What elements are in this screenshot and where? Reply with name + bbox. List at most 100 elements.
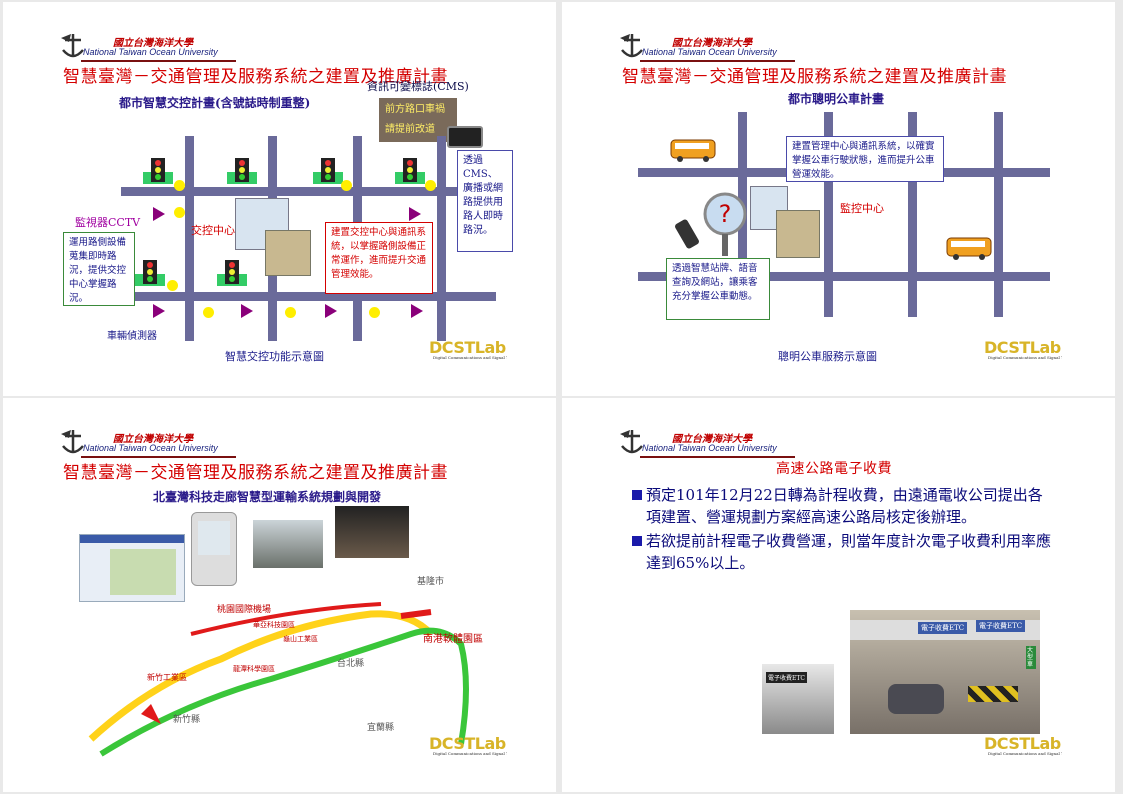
slide-subtitle: 都市聰明公車計畫 bbox=[788, 92, 885, 106]
road-vertical-2 bbox=[824, 112, 833, 317]
detector-dot bbox=[285, 307, 296, 318]
detector-dot bbox=[174, 180, 185, 191]
header-rule bbox=[81, 60, 236, 62]
callout-management-center: 建置管理中心與通訊系統，以確實掌握公車行駛狀態，進而提升公車營運效能。 bbox=[786, 136, 944, 182]
university-name-en: National Taiwan Ocean University bbox=[83, 443, 218, 453]
slide-etc: 國立台灣海洋大學 National Taiwan Ocean Universit… bbox=[562, 398, 1115, 792]
website-screenshot-image bbox=[79, 534, 185, 602]
anchor-icon bbox=[61, 430, 84, 454]
callout-cms-info: 透過CMS、廣播或網路提供用路人即時路況。 bbox=[457, 150, 513, 252]
university-name-cn: 國立台灣海洋大學 bbox=[113, 38, 193, 49]
map-label-yilan: 宜蘭縣 bbox=[367, 723, 395, 733]
road-vertical-4 bbox=[994, 112, 1003, 317]
tech-corridor-map bbox=[71, 568, 495, 764]
road-vertical-3 bbox=[908, 112, 917, 317]
cctv-icon bbox=[153, 207, 165, 221]
slide-title: 智慧臺灣－交通管理及服務系統之建置及推廣計畫 bbox=[63, 67, 448, 87]
anchor-icon bbox=[620, 430, 643, 454]
university-name-en: National Taiwan Ocean University bbox=[642, 47, 777, 57]
cctv-label: 監視器CCTV bbox=[75, 216, 141, 229]
dcstlab-logo: DCSTLab Digital Communications and Signa… bbox=[984, 734, 1062, 756]
traffic-signal-icon bbox=[313, 158, 343, 184]
map-label-taoyuan-airport: 桃園國際機場 bbox=[217, 605, 272, 615]
detector-dot bbox=[167, 280, 178, 291]
control-center-label: 交控中心 bbox=[191, 224, 235, 237]
bullet-item: 若欲提前計程電子收費營運，則當年度計次電子收費利用率應達到65%以上。 bbox=[632, 530, 1052, 574]
etc-toll-station-photo: 電子收費ETC 電子收費ETC 大型車 bbox=[850, 610, 1040, 734]
map-label-guishan: 龜山工業區 bbox=[283, 635, 318, 643]
bullet-item: 預定101年12月22日轉為計程收費，由遠通電收公司提出各項建置、營運規劃方案經… bbox=[632, 484, 1052, 528]
header-rule bbox=[640, 456, 795, 458]
server-rack-icon bbox=[776, 210, 820, 258]
slide-title: 高速公路電子收費 bbox=[776, 461, 892, 477]
slide-title: 智慧臺灣－交通管理及服務系統之建置及推廣計畫 bbox=[622, 67, 1007, 87]
dcstlab-logo: DCSTLab Digital Communications and Signa… bbox=[984, 338, 1062, 360]
server-rack-icon bbox=[265, 230, 311, 276]
cctv-icon bbox=[325, 304, 337, 318]
bullet-list: 預定101年12月22日轉為計程收費，由遠通電收公司提出各項建置、營運規劃方案經… bbox=[632, 484, 1052, 576]
header-rule bbox=[640, 60, 795, 62]
university-logo: 國立台灣海洋大學 National Taiwan Ocean Universit… bbox=[620, 32, 795, 62]
slide-title: 智慧臺灣－交通管理及服務系統之建置及推廣計畫 bbox=[63, 463, 448, 483]
svg-text:?: ? bbox=[719, 200, 732, 228]
bullet-square-icon bbox=[632, 536, 642, 546]
figure-caption: 智慧交控功能示意圖 bbox=[225, 350, 324, 363]
cms-sign-line1: 前方路口車禍 bbox=[385, 104, 445, 115]
university-logo: 國立台灣海洋大學 National Taiwan Ocean Universit… bbox=[620, 428, 795, 458]
bullet-square-icon bbox=[632, 490, 642, 500]
traffic-signal-icon bbox=[227, 158, 257, 184]
map-label-keelung: 基隆市 bbox=[417, 577, 445, 587]
detector-dot bbox=[425, 180, 436, 191]
slide-smart-traffic-control: 國立台灣海洋大學 National Taiwan Ocean Universit… bbox=[3, 2, 556, 396]
map-label-nangang: 南港軟體園區 bbox=[423, 634, 483, 645]
university-name-en: National Taiwan Ocean University bbox=[83, 47, 218, 57]
street-night-photo bbox=[335, 506, 409, 558]
cms-device-icon bbox=[447, 126, 483, 148]
map-label-huaya: 華亞科技園區 bbox=[253, 621, 295, 629]
traffic-signal-icon bbox=[395, 158, 425, 184]
traffic-signal-icon bbox=[217, 260, 247, 286]
anchor-icon bbox=[620, 34, 643, 58]
university-name-cn: 國立台灣海洋大學 bbox=[672, 38, 752, 49]
highway-photo bbox=[253, 520, 323, 568]
cms-sign-line2: 請提前改道 bbox=[385, 124, 435, 135]
slide-smart-bus: 國立台灣海洋大學 National Taiwan Ocean Universit… bbox=[562, 2, 1115, 396]
figure-caption: 聰明公車服務示意圖 bbox=[778, 350, 877, 363]
phone-icon bbox=[675, 219, 699, 249]
traffic-signal-icon bbox=[143, 158, 173, 184]
road-horizontal-bottom bbox=[638, 272, 1050, 281]
cms-label: 資訊可變標誌(CMS) bbox=[367, 80, 469, 93]
callout-control-center: 建置交控中心與通訊系統，以掌握路側設備正常運作，進而提升交通管理效能。 bbox=[325, 222, 433, 294]
header-rule bbox=[81, 456, 236, 458]
mobile-phone-image bbox=[191, 512, 237, 586]
cctv-icon bbox=[153, 304, 165, 318]
etc-car-interior-photo: 電子收費ETC bbox=[762, 664, 834, 734]
cctv-icon bbox=[411, 304, 423, 318]
slide-subtitle: 都市智慧交控計畫(含號誌時制重整) bbox=[119, 96, 311, 110]
bus-icon bbox=[670, 139, 716, 162]
cctv-icon bbox=[241, 304, 253, 318]
university-logo: 國立台灣海洋大學 National Taiwan Ocean Universit… bbox=[61, 428, 236, 458]
university-name-cn: 國立台灣海洋大學 bbox=[672, 434, 752, 445]
map-label-hsinchu-county: 新竹縣 bbox=[173, 715, 201, 725]
university-name-cn: 國立台灣海洋大學 bbox=[113, 434, 193, 445]
road-horizontal-top bbox=[121, 187, 461, 196]
callout-roadside-sensing: 運用路側設備蒐集即時路況，提供交控中心掌握路況。 bbox=[63, 232, 135, 306]
callout-passenger-info: 透過智慧站牌、語音查詢及網站，讓乘客充分掌握公車動態。 bbox=[666, 258, 770, 320]
road-horizontal-bottom bbox=[121, 292, 496, 301]
bus-icon bbox=[946, 237, 992, 260]
map-label-taipei-county: 台北縣 bbox=[337, 659, 365, 669]
map-label-hsinchu-industrial: 新竹工業區 bbox=[147, 673, 187, 682]
detector-dot bbox=[203, 307, 214, 318]
slide-tech-corridor: 國立台灣海洋大學 National Taiwan Ocean Universit… bbox=[3, 398, 556, 792]
university-logo: 國立台灣海洋大學 National Taiwan Ocean Universit… bbox=[61, 32, 236, 62]
slide-subtitle: 北臺灣科技走廊智慧型運輸系統規劃與開發 bbox=[153, 490, 382, 504]
cctv-icon bbox=[409, 207, 421, 221]
anchor-icon bbox=[61, 34, 84, 58]
bus-stop-question-icon: ? bbox=[703, 192, 747, 256]
vehicle-detector-label: 車輛偵測器 bbox=[107, 331, 157, 342]
detector-dot bbox=[369, 307, 380, 318]
cms-sign: 前方路口車禍 請提前改道 bbox=[379, 98, 457, 142]
road-vertical-4 bbox=[437, 136, 446, 341]
traffic-signal-icon bbox=[135, 260, 165, 286]
